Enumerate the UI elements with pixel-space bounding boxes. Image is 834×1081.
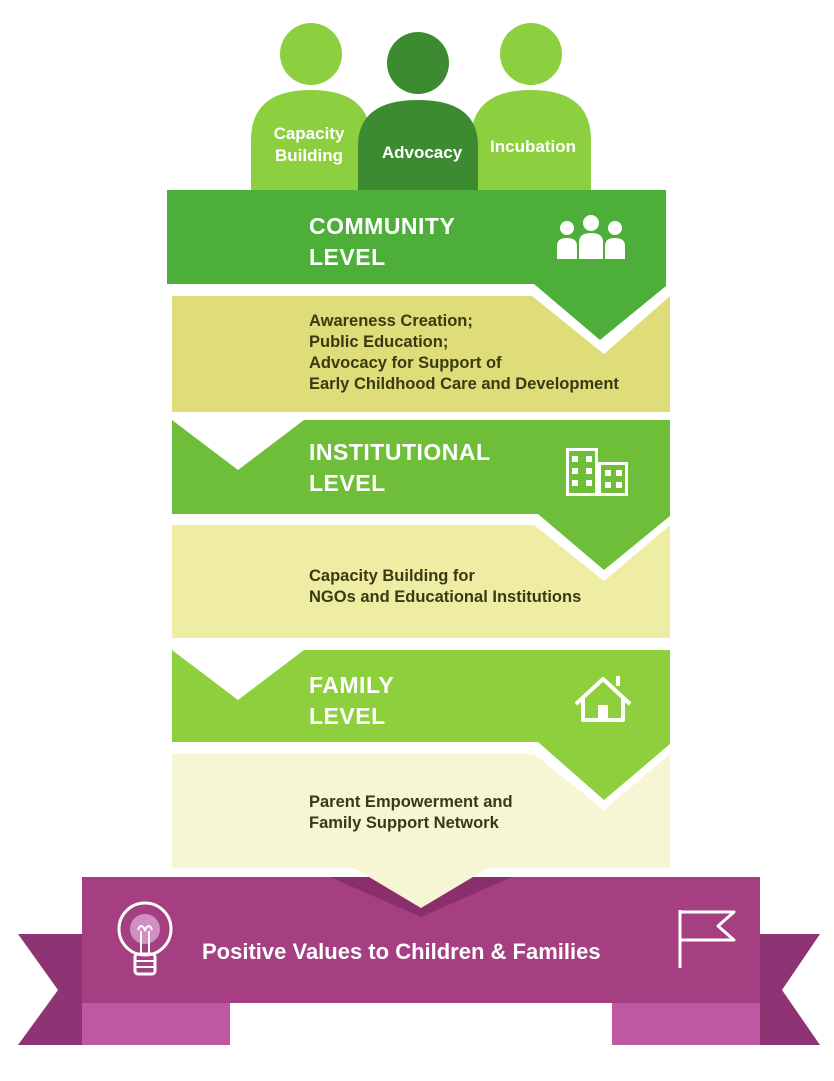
person-body (251, 90, 371, 190)
title-line: LEVEL (309, 244, 386, 270)
person-body (471, 90, 591, 190)
banner-right-fold (612, 1003, 760, 1045)
title-line: FAMILY (309, 672, 395, 698)
person-capacity-building (251, 23, 371, 190)
description-line: Public Education; (309, 333, 449, 351)
description-line: NGOs and Educational Institutions (309, 588, 582, 606)
description-line: Awareness Creation; (309, 312, 473, 330)
title-line: LEVEL (309, 470, 386, 496)
banner-main (82, 877, 760, 1003)
description-line: Parent Empowerment and (309, 793, 513, 811)
level-bar-institutional (172, 420, 670, 570)
person-body (358, 100, 478, 190)
label-line: Building (275, 146, 343, 165)
lightbulb-icon (117, 901, 173, 976)
title-line: LEVEL (309, 703, 386, 729)
banner-chevron (354, 868, 488, 908)
person-advocacy (358, 32, 478, 190)
level-title-family: FAMILY LEVEL (309, 670, 394, 732)
person-label-advocacy: Advocacy (362, 142, 482, 164)
description-family: Parent Empowerment and Family Support Ne… (309, 792, 513, 834)
flag-icon (678, 910, 736, 968)
description-band-community (172, 296, 670, 412)
person-label-capacity-building: Capacity Building (259, 123, 359, 167)
description-community: Awareness Creation; Public Education; Ad… (309, 311, 619, 395)
level-bar-family (172, 650, 670, 800)
title-line: COMMUNITY (309, 213, 456, 239)
label-line: Advocacy (381, 143, 463, 162)
description-band-institutional (172, 525, 670, 638)
level-bar-community (167, 190, 666, 340)
description-institutional: Capacity Building for NGOs and Education… (309, 566, 581, 608)
banner-left-fold (82, 1003, 230, 1045)
title-line: INSTITUTIONAL (309, 439, 491, 465)
buildings-icon (566, 448, 628, 496)
person-head (387, 32, 449, 94)
description-line: Capacity Building for (309, 567, 475, 585)
banner-text: Positive Values to Children & Families (202, 939, 601, 964)
person-label-incubation: Incubation (473, 136, 593, 158)
level-title-community: COMMUNITY LEVEL (309, 211, 455, 273)
label-line: Capacity (273, 124, 345, 143)
label-line: Incubation (490, 137, 576, 156)
house-door (598, 705, 608, 720)
person-head (280, 23, 342, 85)
person-head (500, 23, 562, 85)
person-incubation (471, 23, 591, 190)
description-line: Advocacy for Support of (309, 354, 502, 372)
description-line: Family Support Network (309, 814, 499, 832)
people-group-icon (557, 215, 625, 259)
description-band-family (172, 754, 670, 868)
description-line: Early Childhood Care and Development (309, 375, 619, 393)
level-title-institutional: INSTITUTIONAL LEVEL (309, 437, 491, 499)
